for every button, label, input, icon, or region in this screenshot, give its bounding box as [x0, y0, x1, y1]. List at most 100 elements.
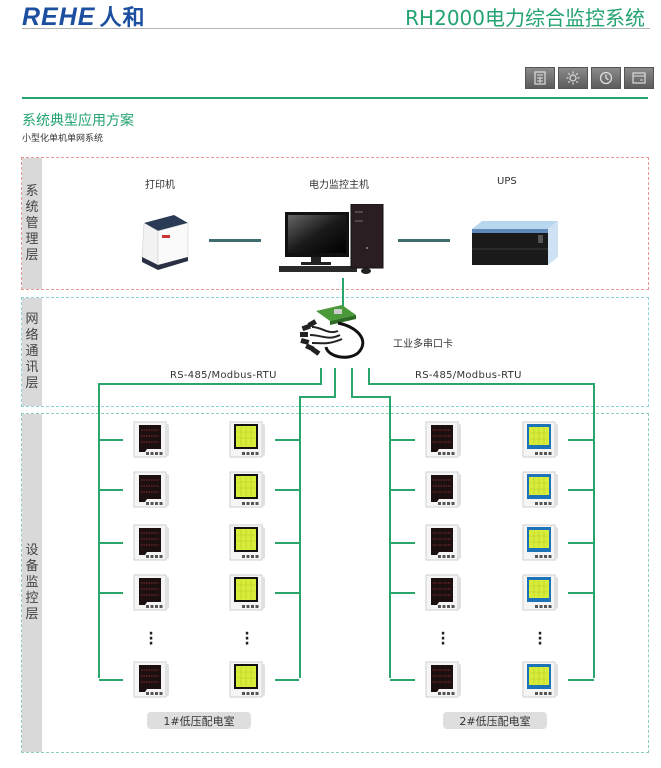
section-divider	[22, 97, 648, 99]
ellipsis-dots-icon: ···	[148, 626, 154, 652]
page-title: RH2000电力综合监控系统	[405, 6, 645, 30]
host-ups-link	[398, 239, 450, 242]
label-char: 层	[25, 607, 39, 622]
network-layer-label: 网 络 通 讯 层	[22, 298, 42, 406]
device-layer-box	[21, 413, 649, 753]
label-char: 层	[25, 247, 39, 263]
led-meter-icon	[425, 574, 461, 612]
logo-cn: 人和	[99, 5, 146, 30]
label-char: 网	[25, 312, 39, 327]
section-title: 系统典型应用方案	[22, 113, 134, 129]
label-char: 设	[25, 543, 39, 558]
ellipsis-dots-icon: ···	[244, 626, 250, 652]
toolbar	[525, 67, 654, 89]
lcd-meter-icon	[229, 524, 265, 562]
label-char: 系	[25, 183, 39, 199]
led-meter-icon	[133, 421, 169, 459]
label-char: 控	[25, 591, 39, 606]
ellipsis-dots-icon: ···	[537, 626, 543, 652]
branch-wire	[568, 439, 594, 441]
bus-wire-right-inner	[389, 396, 391, 678]
label-char: 通	[25, 344, 39, 359]
bus-wire	[368, 383, 595, 385]
clock-button[interactable]	[591, 67, 621, 89]
calculator-icon	[534, 71, 546, 85]
sun-icon	[566, 71, 580, 85]
bus-wire	[299, 396, 336, 398]
logo-latin: REHE	[22, 3, 96, 31]
led-meter-icon	[133, 471, 169, 509]
card-button[interactable]	[624, 67, 654, 89]
branch-wire	[275, 542, 299, 544]
network-layer-box	[21, 297, 649, 407]
bus-wire	[351, 368, 353, 398]
lcd-meter-icon	[522, 524, 558, 562]
label-char: 管	[25, 215, 39, 231]
printer-host-link	[209, 239, 261, 242]
lcd-meter-icon	[229, 471, 265, 509]
lcd-meter-icon	[229, 574, 265, 612]
branch-wire	[275, 439, 299, 441]
branch-wire	[99, 679, 123, 681]
management-layer-box	[21, 157, 649, 290]
brightness-button[interactable]	[558, 67, 588, 89]
branch-wire	[99, 592, 123, 594]
led-meter-icon	[133, 574, 169, 612]
label-char: 理	[25, 231, 39, 247]
led-meter-icon	[133, 661, 169, 699]
header-divider	[22, 28, 650, 29]
branch-wire	[390, 542, 415, 544]
branch-wire	[275, 592, 299, 594]
ups-icon	[472, 221, 558, 265]
bus-wire	[320, 368, 322, 384]
led-meter-icon	[425, 421, 461, 459]
bus-wire	[334, 368, 336, 398]
host-label: 电力监控主机	[309, 180, 369, 191]
branch-wire	[568, 542, 594, 544]
host-computer-icon	[279, 204, 384, 274]
led-meter-icon	[425, 471, 461, 509]
label-char: 监	[25, 575, 39, 590]
lcd-meter-icon	[522, 421, 558, 459]
printer-icon	[141, 215, 189, 270]
branch-wire	[568, 489, 594, 491]
branch-wire	[568, 592, 594, 594]
branch-wire	[390, 439, 415, 441]
host-card-wire	[342, 278, 344, 306]
branch-wire	[275, 489, 299, 491]
clock-icon	[599, 71, 613, 85]
bus-wire-right-outer	[593, 383, 595, 678]
lcd-meter-icon	[229, 661, 265, 699]
printer-label: 打印机	[145, 180, 175, 191]
lcd-meter-icon	[522, 471, 558, 509]
serial-card-label: 工业多串口卡	[393, 339, 453, 350]
protocol-label-left: RS-485/Modbus-RTU	[170, 370, 277, 381]
label-char: 络	[25, 328, 39, 343]
protocol-label-right: RS-485/Modbus-RTU	[415, 370, 522, 381]
label-char: 层	[25, 376, 39, 391]
bus-wire	[98, 383, 322, 385]
label-char: 备	[25, 559, 39, 574]
branch-wire	[275, 679, 299, 681]
lcd-meter-icon	[522, 574, 558, 612]
branch-wire	[390, 679, 415, 681]
lcd-meter-icon	[229, 421, 265, 459]
branch-wire	[390, 592, 415, 594]
ups-label: UPS	[497, 176, 517, 187]
section-subtitle: 小型化单机单网系统	[22, 134, 104, 144]
ellipsis-dots-icon: ···	[440, 626, 446, 652]
bus-wire-left-outer	[98, 383, 100, 678]
bus-wire-left-inner	[299, 396, 301, 678]
branch-wire	[99, 439, 123, 441]
branch-wire	[568, 679, 594, 681]
led-meter-icon	[425, 524, 461, 562]
calculator-button[interactable]	[525, 67, 555, 89]
label-char: 讯	[25, 360, 39, 375]
bus-wire	[368, 368, 370, 384]
label-char: 统	[25, 199, 39, 215]
management-layer-label: 系 统 管 理 层	[22, 158, 42, 289]
device-layer-label: 设 备 监 控 层	[22, 414, 42, 752]
serial-card-icon	[300, 305, 365, 359]
bus-wire	[351, 396, 391, 398]
